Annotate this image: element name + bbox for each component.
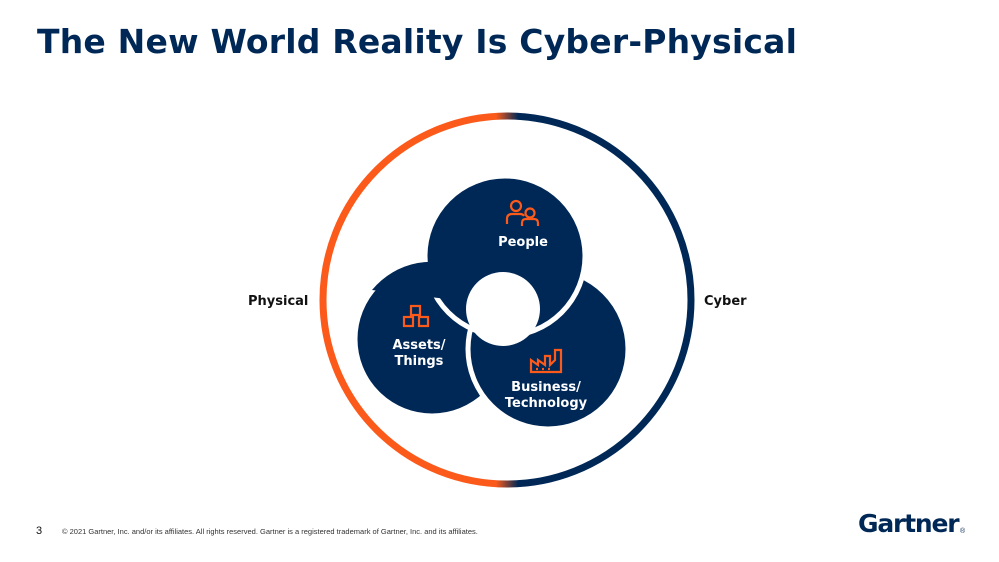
copyright-notice: © 2021 Gartner, Inc. and/or its affiliat… (62, 527, 478, 536)
outer-ring (319, 112, 695, 488)
center-hole (466, 272, 540, 346)
assets-label-line2: Things (395, 354, 444, 369)
boxes-icon (402, 304, 430, 328)
petal-assets-overlap (372, 261, 470, 300)
registered-mark: ® (960, 528, 966, 535)
page-title: The New World Reality Is Cyber-Physical (37, 22, 798, 61)
business-label-line1: Business/ (511, 380, 581, 395)
people-label: People (498, 235, 548, 250)
page-number: 3 (36, 525, 43, 537)
physical-label: Physical (248, 294, 309, 309)
assets-label-line1: Assets/ (392, 338, 445, 353)
business-label-line2: Technology (505, 396, 588, 411)
factory-icon (529, 348, 563, 374)
gartner-logo: Gartner (858, 509, 960, 538)
cyber-label: Cyber (704, 294, 747, 309)
people-icon (505, 199, 540, 226)
